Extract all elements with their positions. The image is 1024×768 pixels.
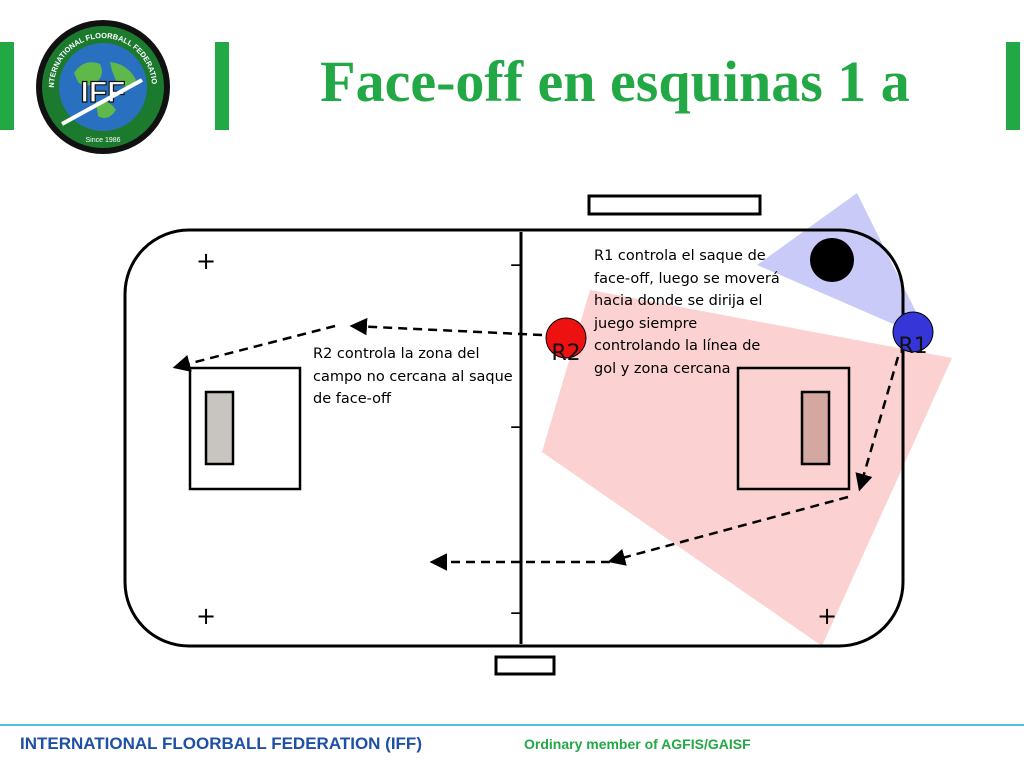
logo-since: Since 1986	[85, 137, 120, 144]
center-spot-middle: –	[510, 412, 522, 440]
faceoff-spot-bottom-right: +	[817, 602, 838, 630]
decor-bar-right	[1006, 42, 1020, 130]
goal-top	[587, 194, 762, 216]
movement-paths	[172, 317, 900, 571]
player-r2-label: R2	[551, 341, 580, 366]
decor-bar-left	[0, 42, 14, 130]
goal-crease-right	[800, 390, 831, 466]
r2-path-segment-1	[349, 317, 543, 337]
iff-logo: IFF INTERNATIONAL FLOORBALL FEDERATION S…	[34, 18, 170, 154]
player-r1-label: R1	[898, 334, 927, 359]
note-r1: R1 controla el saque de face-off, luego …	[594, 248, 780, 377]
r1-path-segment-1	[855, 356, 900, 492]
goal-area-right	[736, 366, 851, 491]
center-spot-top: –	[510, 250, 522, 278]
logo-continent-1	[74, 62, 102, 86]
rink-boundary	[123, 228, 905, 648]
goal-bottom	[494, 655, 556, 676]
logo-continent-2	[110, 62, 136, 87]
footer-divider	[0, 724, 1024, 726]
footer-federation-name: INTERNATIONAL FLOORBALL FEDERATION (IFF)	[20, 734, 422, 753]
face-off-ball	[810, 238, 854, 282]
faceoff-spot-top-left: +	[196, 247, 217, 275]
slide-title: Face-off en esquinas 1 a	[320, 49, 910, 114]
logo-continent-3	[96, 101, 116, 118]
goal-area-left	[188, 366, 302, 491]
note-r2: R2 controla la zona del campo no cercana…	[313, 346, 513, 407]
goal-crease-left	[204, 390, 235, 466]
r1-path-segment-2	[607, 495, 849, 566]
center-spot-bottom: –	[510, 598, 522, 626]
logo-globe	[59, 43, 147, 131]
player-r1	[892, 311, 934, 353]
r2-path-segment-2	[172, 324, 336, 372]
decor-bar-mid	[215, 42, 229, 130]
footer-membership: Ordinary member of AGFIS/GAISF	[524, 736, 751, 752]
logo-stick	[61, 78, 143, 126]
player-r2	[545, 317, 587, 359]
floorball-rink-diagram: R1 R2	[123, 193, 952, 676]
faceoff-spot-bottom-left: +	[196, 602, 217, 630]
